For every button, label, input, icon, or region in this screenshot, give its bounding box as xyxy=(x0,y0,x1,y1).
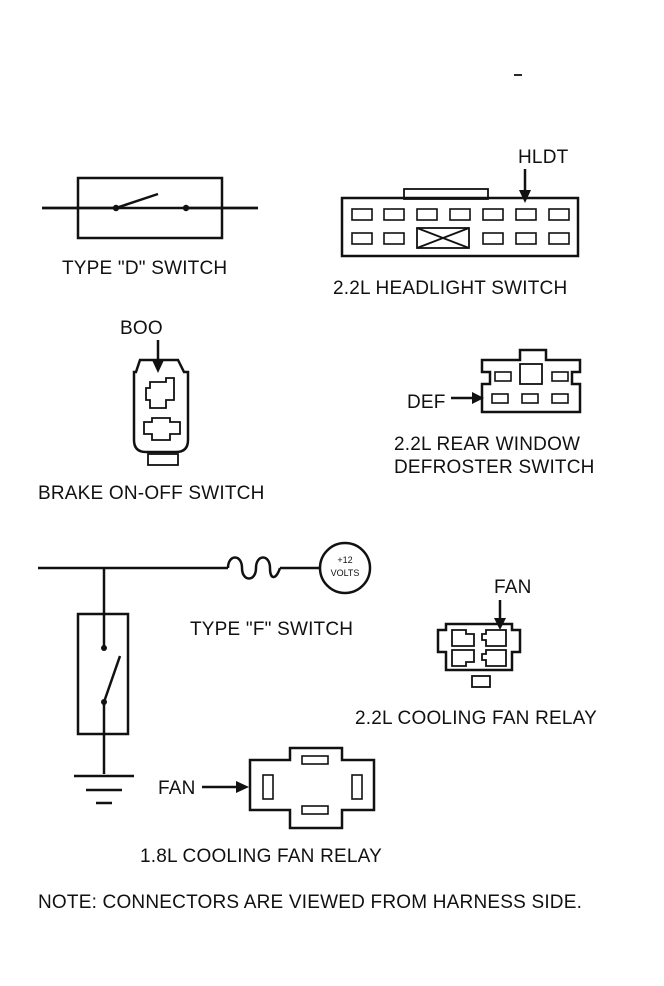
fan-18-label: FAN xyxy=(158,778,196,799)
fan-18-pointer-arrow xyxy=(202,781,249,793)
brake-switch-connector xyxy=(132,358,190,466)
volts-bottom-label: VOLTS xyxy=(331,568,360,578)
note-text: NOTE: CONNECTORS ARE VIEWED FROM HARNESS… xyxy=(38,892,582,913)
hldt-label: HLDT xyxy=(518,147,569,168)
brake-switch-label: BRAKE ON-OFF SWITCH xyxy=(38,483,265,504)
fan-22-label: FAN xyxy=(494,577,532,598)
type-f-switch-label: TYPE "F" SWITCH xyxy=(190,619,353,640)
cooling-fan-relay-18-connector xyxy=(248,746,376,830)
type-d-switch-symbol xyxy=(42,176,258,240)
def-label: DEF xyxy=(407,392,446,413)
cooling-fan-relay-18-label: 1.8L COOLING FAN RELAY xyxy=(140,846,382,867)
defroster-switch-connector xyxy=(480,348,582,414)
ground-icon xyxy=(74,774,134,805)
battery-12v-icon: +12 VOLTS xyxy=(318,541,372,595)
cooling-fan-relay-22-label: 2.2L COOLING FAN RELAY xyxy=(355,708,597,729)
cooling-fan-relay-22-connector xyxy=(436,622,522,688)
fan-22-pointer-arrow xyxy=(494,600,506,630)
defroster-switch-label-line1: 2.2L REAR WINDOW xyxy=(394,434,580,455)
headlight-switch-connector xyxy=(340,188,580,258)
hldt-pointer-arrow xyxy=(519,169,531,203)
def-pointer-arrow xyxy=(451,392,484,404)
boo-pointer-arrow xyxy=(152,340,164,373)
boo-label: BOO xyxy=(120,318,163,339)
headlight-switch-label: 2.2L HEADLIGHT SWITCH xyxy=(333,278,567,299)
defroster-switch-label-line2: DEFROSTER SWITCH xyxy=(394,457,595,478)
type-d-switch-label: TYPE "D" SWITCH xyxy=(62,258,227,279)
type-f-switch-circuit xyxy=(38,556,320,774)
volts-top-label: +12 xyxy=(337,555,352,565)
